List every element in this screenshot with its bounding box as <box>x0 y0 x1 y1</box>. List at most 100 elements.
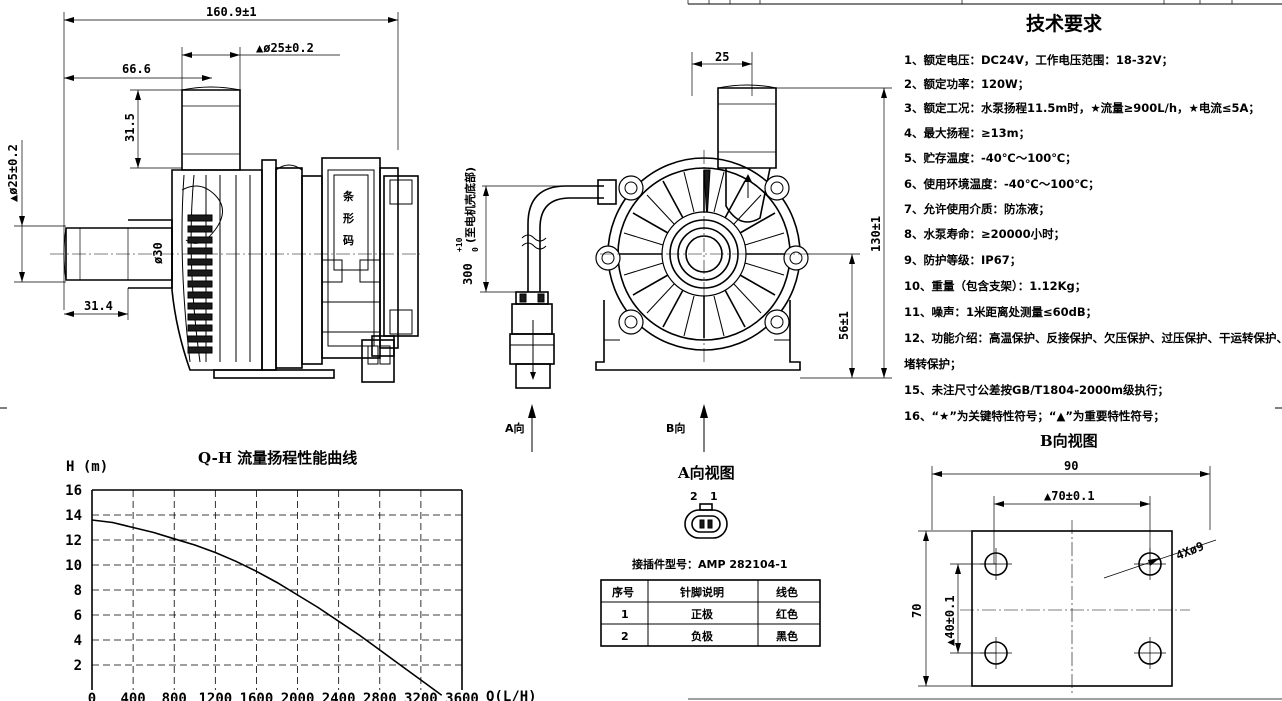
series-point-0-4 <box>173 538 175 540</box>
x-tick-label-1: 400 <box>120 691 145 701</box>
b-view: B向视图 90 ▲70±0.1 70 ▲40±0.1 <box>910 432 1217 696</box>
x-tick-label-8: 3200 <box>404 691 438 701</box>
req-item-12-cont: 堵转保护； <box>904 357 962 371</box>
series-point-0-13 <box>358 634 360 636</box>
table-cell-1-color: 红色 <box>776 607 798 621</box>
x-tick-label-9: 3600 <box>445 691 479 701</box>
connector-model: 接插件型号：AMP 282104-1 <box>632 557 788 571</box>
pin-label-1: 1 <box>710 490 718 503</box>
series-point-0-12 <box>338 620 340 622</box>
chart-series <box>91 519 443 696</box>
series-point-0-10 <box>296 594 299 596</box>
pin-table: 序号 针脚说明 线色 1 正极 红色 2 负极 黑色 <box>600 579 821 647</box>
req-item-16: 16、“★”为关键特性符号；“▲”为重要特性符号； <box>904 409 1165 423</box>
side-fins <box>187 214 213 354</box>
label-barcode-2: 形 <box>343 212 354 225</box>
x-tick-label-0: 0 <box>88 691 96 701</box>
chart-title: Q-H 流量扬程性能曲线 <box>198 449 357 467</box>
dim-total-length: 160.9±1 <box>206 5 257 19</box>
series-point-0-5 <box>194 544 196 546</box>
front-view: 25 130±1 56±1 <box>595 50 892 452</box>
series-point-0-0 <box>91 519 93 521</box>
arrow-b-label: B向 <box>666 421 685 435</box>
dim-b-width: 90 <box>1064 459 1078 473</box>
dim-holes: 4Xø9 <box>1174 539 1206 563</box>
series-point-0-6 <box>214 551 216 554</box>
y-tick-label-6: 14 <box>65 508 82 524</box>
series-point-0-17 <box>440 694 443 696</box>
dim-cable-tol-upper: +10 <box>455 237 464 252</box>
x-tick-label-4: 1600 <box>240 691 274 701</box>
dim-cable-note: (至电机壳底部) <box>463 167 477 243</box>
title-block-fragment <box>0 0 1282 409</box>
x-tick-label-7: 2800 <box>363 691 397 701</box>
requirements-title: 技术要求 <box>1026 12 1103 35</box>
dim-center-height: 56±1 <box>837 311 851 340</box>
y-tick-label-2: 6 <box>74 608 82 624</box>
y-tick-label-5: 12 <box>65 533 82 549</box>
dim-b-height: 70 <box>910 604 924 618</box>
dim-body-dia: ø30 <box>151 242 165 264</box>
chart-frame <box>91 489 463 690</box>
series-point-0-11 <box>317 606 319 609</box>
req-item-15: 15、未注尺寸公差按GB/T1804-2000m级执行； <box>904 383 1169 397</box>
series-point-0-7 <box>235 560 237 562</box>
dim-cable-tol-lower: 0 <box>471 247 480 252</box>
req-item-7: 7、允许使用介质：防冻液； <box>904 202 1050 216</box>
table-header-pin: 针脚说明 <box>680 585 724 599</box>
req-item-12: 12、功能介绍：高温保护、反接保护、欠压保护、过压保护、干运转保护、 <box>904 331 1282 345</box>
dim-total-height: 130±1 <box>869 216 883 252</box>
table-cell-2-pin: 负极 <box>691 629 714 643</box>
dim-inlet-dia: ▲ø25±0.2 <box>6 144 20 202</box>
req-item-8: 8、水泵寿命：≥20000小时； <box>904 227 1065 241</box>
dim-hole-spacing-y: ▲40±0.1 <box>943 595 957 646</box>
series-line-0 <box>91 519 442 696</box>
req-item-2: 2、额定功率：120W； <box>904 77 1029 91</box>
b-view-title: B向视图 <box>1040 432 1098 450</box>
a-view-title: A向视图 <box>677 464 735 482</box>
chart-y-label: H (m) <box>66 459 108 475</box>
req-item-1: 1、额定电压：DC24V，工作电压范围：18-32V； <box>904 53 1173 67</box>
req-item-9: 9、防护等级：IP67； <box>904 253 1021 267</box>
table-cell-1-pin: 正极 <box>691 607 714 621</box>
series-point-0-8 <box>255 570 258 572</box>
req-item-10: 10、重量（包含支架）：1.12Kg； <box>904 279 1086 293</box>
dim-inlet-length: 31.4 <box>84 299 113 313</box>
req-item-11: 11、噪声：1米距离处测量≤60dB； <box>904 305 1097 319</box>
series-point-0-14 <box>379 649 381 651</box>
series-point-0-2 <box>132 526 134 529</box>
label-barcode-1: 条 <box>342 189 355 203</box>
series-point-0-9 <box>276 581 278 584</box>
dim-hole-spacing-x: ▲70±0.1 <box>1044 489 1095 503</box>
svg-text:300: 300 <box>461 263 475 285</box>
y-tick-label-0: 2 <box>74 658 82 674</box>
series-point-0-15 <box>399 664 401 666</box>
table-cell-1-no: 1 <box>621 608 629 621</box>
req-item-5: 5、贮存温度：-40℃～100℃； <box>904 151 1077 165</box>
a-view: A向视图 2 1 接插件型号：AMP 282104-1 序号 针脚说明 线色 1… <box>600 464 821 647</box>
req-item-6: 6、使用环境温度：-40℃～100℃； <box>904 177 1100 191</box>
table-cell-2-color: 黑色 <box>776 629 798 643</box>
series-point-0-3 <box>153 531 155 534</box>
x-tick-label-6: 2400 <box>322 691 356 701</box>
series-point-0-1 <box>111 521 114 524</box>
table-header-no: 序号 <box>612 585 634 599</box>
table-cell-2-no: 2 <box>621 630 629 643</box>
req-item-4: 4、最大扬程：≥13m； <box>904 126 1030 140</box>
dim-outlet-offset: 66.6 <box>122 62 151 76</box>
pin-label-2: 2 <box>690 490 698 503</box>
arrow-a-label: A向 <box>505 421 525 435</box>
y-tick-label-4: 10 <box>65 558 82 574</box>
dim-outlet-width: 25 <box>715 50 729 64</box>
dim-outlet-dia: ▲ø25±0.2 <box>256 41 314 55</box>
y-tick-label-3: 8 <box>74 583 82 599</box>
dim-cable-length: 300 <box>461 263 475 285</box>
req-item-3: 3、额定工况：水泵扬程11.5m时，★流量≥900L/h，★电流≤5A； <box>904 101 1260 115</box>
dim-outlet-height: 31.5 <box>123 113 137 142</box>
y-tick-label-1: 4 <box>74 633 82 649</box>
cable-view: 300 +10 0 (至电机壳底部) A向 <box>455 167 604 452</box>
label-barcode-3: 码 <box>343 234 354 247</box>
